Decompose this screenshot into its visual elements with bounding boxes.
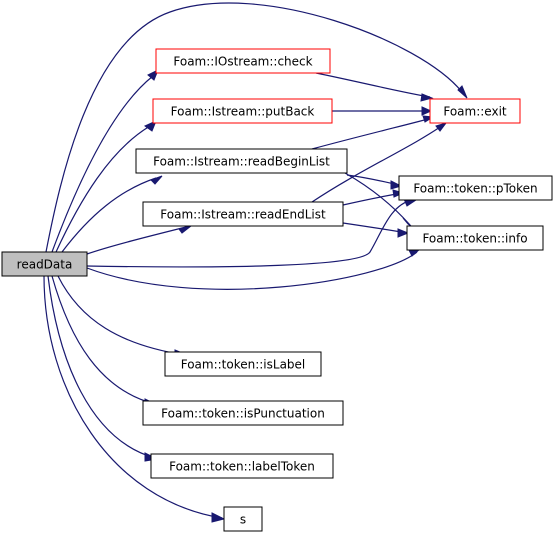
node-istream-readendlist[interactable]: Foam::Istream::readEndList (142, 201, 344, 227)
edge-line (86, 225, 191, 255)
node-istream-readbeginlist[interactable]: Foam::Istream::readBeginList (135, 148, 348, 174)
edge-line (55, 125, 151, 253)
node-istream-readbeginlist-label: Foam::Istream::readBeginList (153, 155, 330, 169)
edge-readdata-to-istream-readendlist (86, 225, 192, 255)
node-token-ptoken-label: Foam::token::pToken (413, 182, 537, 196)
node-readdata-label: readData (17, 258, 73, 272)
edge-line (51, 275, 156, 405)
edge-istream-readendlist-to-token-ptoken (342, 189, 405, 206)
node-foam-exit-label: Foam::exit (443, 105, 507, 119)
arrowhead-icon (420, 93, 434, 102)
nodes-layer: readData Foam::IOstream::check Foam::Ist… (1, 48, 553, 532)
edge-readdata-to-istream-putback (55, 120, 157, 253)
node-readdata[interactable]: readData (1, 251, 88, 277)
edge-istream-readendlist-to-token-info (342, 222, 410, 238)
edge-line (311, 124, 444, 203)
arrowhead-icon (421, 106, 433, 116)
edge-readdata-to-foam-exit (45, 2, 468, 253)
arrowhead-icon (457, 85, 468, 99)
edge-istream-putback-to-foam-exit (332, 106, 433, 116)
node-token-ispunctuation-label: Foam::token::isPunctuation (161, 407, 325, 421)
edge-line (315, 72, 431, 98)
node-token-islabel-label: Foam::token::isLabel (181, 358, 306, 372)
arrowhead-icon (211, 512, 226, 523)
edge-line (57, 275, 186, 356)
edge-line (47, 275, 156, 459)
node-token-islabel[interactable]: Foam::token::isLabel (164, 351, 322, 377)
edge-line (61, 177, 157, 253)
edge-iostream-check-to-foam-exit (315, 72, 434, 102)
edge-line (45, 2, 463, 253)
edge-line (342, 192, 403, 206)
node-token-ptoken[interactable]: Foam::token::pToken (398, 175, 553, 201)
node-istream-putback-label: Foam::Istream::putBack (171, 105, 315, 119)
edges-layer (43, 2, 468, 523)
edge-readdata-to-token-labeltoken (47, 275, 159, 462)
arrowhead-icon (397, 228, 410, 238)
node-token-labeltoken-label: Foam::token::labelToken (169, 460, 315, 474)
node-token-labeltoken[interactable]: Foam::token::labelToken (150, 453, 334, 479)
edge-line (342, 222, 408, 234)
edge-istream-readendlist-to-foam-exit (311, 122, 448, 203)
node-iostream-check[interactable]: Foam::IOstream::check (155, 48, 331, 74)
arrowhead-icon (435, 122, 448, 132)
edge-line (311, 117, 433, 150)
node-iostream-check-label: Foam::IOstream::check (173, 55, 312, 69)
edge-line (86, 251, 418, 290)
node-token-info-label: Foam::token::info (422, 232, 527, 246)
node-istream-putback[interactable]: Foam::Istream::putBack (152, 98, 333, 124)
arrowhead-icon (390, 180, 403, 190)
edge-line (51, 75, 154, 253)
edge-readdata-to-token-ispunctuation (51, 275, 159, 408)
edge-readdata-to-token-info (86, 248, 422, 290)
edge-readdata-to-token-islabel (57, 275, 189, 360)
node-token-ispunctuation[interactable]: Foam::token::isPunctuation (142, 400, 344, 426)
edge-line (86, 199, 413, 268)
node-foam-exit[interactable]: Foam::exit (429, 98, 521, 124)
node-s[interactable]: s (223, 506, 263, 532)
node-s-label: s (240, 513, 246, 527)
node-token-info[interactable]: Foam::token::info (406, 225, 544, 251)
edge-readdata-to-istream-readbeginlist (61, 175, 163, 253)
edge-line (43, 275, 223, 519)
node-istream-readendlist-label: Foam::Istream::readEndList (160, 208, 326, 222)
edge-readdata-to-s (43, 275, 226, 523)
arrowhead-icon (178, 225, 192, 234)
edge-istream-readbeginlist-to-token-ptoken (346, 174, 403, 190)
arrowhead-icon (150, 175, 163, 185)
